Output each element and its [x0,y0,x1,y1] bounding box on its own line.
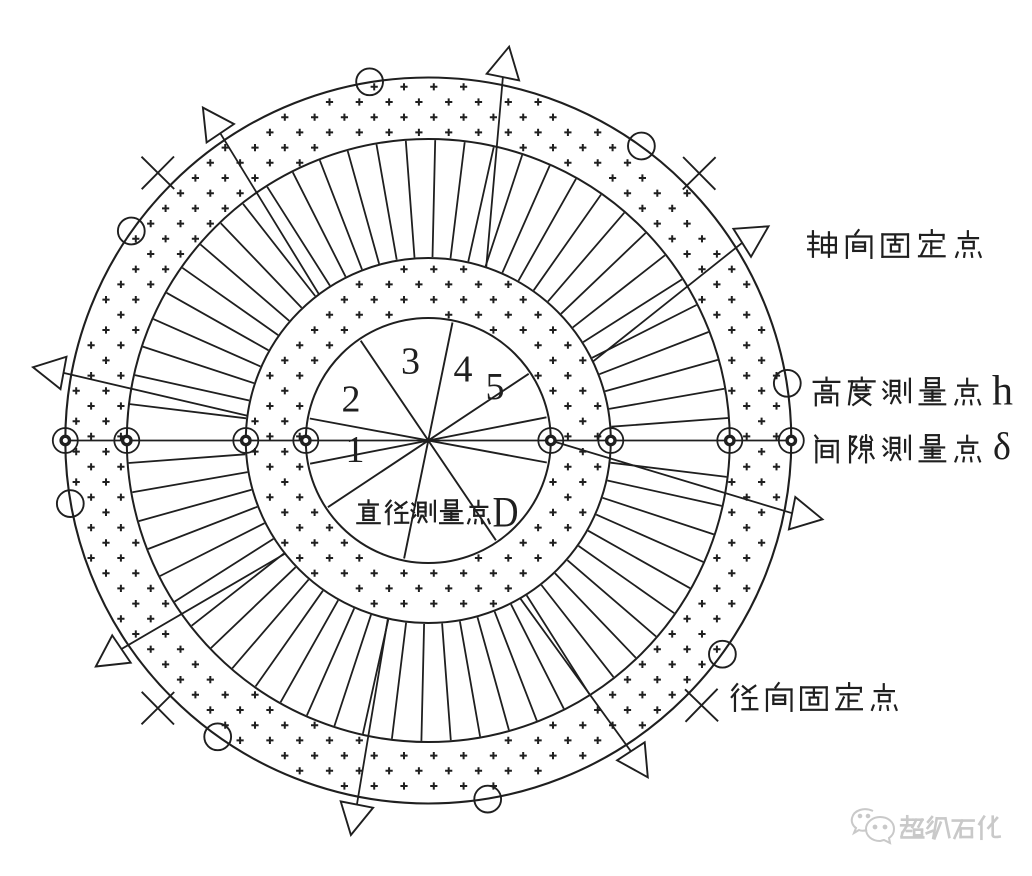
svg-text:3: 3 [401,340,420,382]
svg-text:2: 2 [342,378,361,420]
svg-text:1: 1 [346,429,365,471]
svg-text:D: D [493,490,519,537]
svg-text:δ: δ [993,426,1011,468]
svg-text:4: 4 [454,348,473,390]
svg-text:5: 5 [486,366,505,408]
svg-text:h: h [992,369,1013,415]
